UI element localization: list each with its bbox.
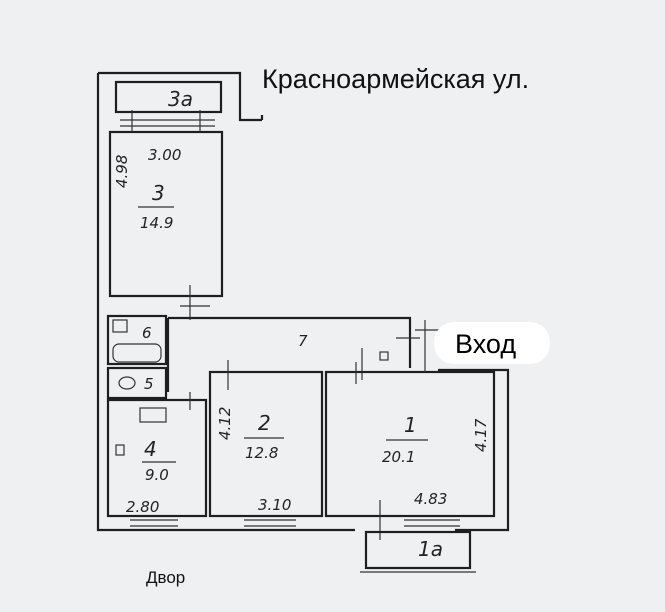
room-2-number: 2: [258, 411, 271, 435]
room-5-number: 5: [144, 375, 154, 393]
room-2-width: 3.10: [258, 496, 291, 514]
room-4-kitchen: [106, 392, 208, 527]
room-1: [324, 362, 496, 540]
room-3-area: 14.9: [140, 214, 173, 232]
room-3-width: 3.00: [148, 146, 181, 164]
balcony-3a: [114, 80, 223, 127]
yard-label: Двор: [146, 568, 185, 587]
room-1a-number: 1а: [418, 537, 443, 561]
room-3: [108, 110, 224, 298]
room-7-corridor: [166, 285, 420, 392]
room-6-bathroom: [106, 314, 168, 366]
entrance-marks: [415, 320, 440, 372]
room-3-length: 4.98: [113, 155, 131, 188]
room-1-number: 1: [404, 413, 417, 437]
room-5-toilet: [106, 366, 168, 400]
room-2: [208, 360, 324, 527]
room-2-area: 12.8: [245, 444, 278, 462]
room-4-width: 2.80: [126, 498, 159, 516]
room-6-number: 6: [142, 324, 152, 342]
room-3a-number: 3а: [168, 87, 193, 111]
room-4-area: 9.0: [145, 466, 169, 484]
balcony-1a: [360, 530, 476, 573]
room-1-length: 4.17: [472, 418, 490, 452]
room-7-number: 7: [298, 332, 308, 350]
room-1-width: 4.83: [414, 490, 447, 508]
room-1-area: 20.1: [382, 448, 415, 466]
room-3-number: 3: [152, 181, 165, 205]
outer-walls: [96, 71, 510, 532]
entrance-label: Вход: [455, 329, 516, 359]
entrance-bubble: [434, 322, 550, 364]
room-2-length: 4.12: [216, 407, 234, 440]
room-4-number: 4: [144, 437, 157, 461]
street-label: Красноармейская ул.: [262, 64, 529, 94]
